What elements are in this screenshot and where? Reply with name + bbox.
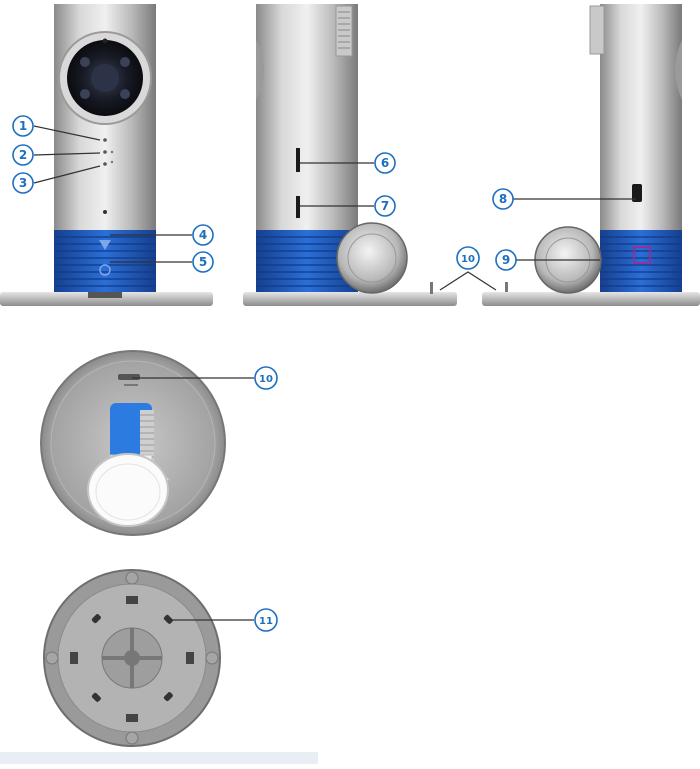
indicator-hole — [103, 162, 107, 166]
sd-card-slot — [296, 148, 300, 172]
svg-text:6: 6 — [381, 156, 389, 170]
bottom-screw — [46, 652, 58, 664]
bottom-slot — [186, 652, 194, 664]
callout-1: 1 — [13, 116, 33, 136]
svg-text:8: 8 — [499, 192, 507, 206]
callout-9: 9 — [496, 250, 516, 270]
light-sensor — [103, 39, 108, 44]
bottom-slot — [70, 652, 78, 664]
svg-text:10: 10 — [259, 374, 273, 385]
svg-text:10: 10 — [461, 254, 475, 265]
callout-3: 3 — [13, 173, 33, 193]
callout-10-top: 10 — [457, 247, 479, 269]
svg-text:7: 7 — [381, 199, 389, 213]
back-blue-band — [600, 230, 682, 292]
svg-text:3: 3 — [19, 176, 27, 190]
callout-5: 5 — [193, 252, 213, 272]
callout-2: 2 — [13, 145, 33, 165]
callout-7: 7 — [375, 196, 395, 216]
ir-led-icon — [80, 57, 90, 67]
back-base-plate — [482, 292, 700, 306]
svg-text:4: 4 — [199, 228, 207, 242]
bottom-screw — [206, 652, 218, 664]
front-blue-band — [54, 230, 156, 292]
indicator-hole — [111, 151, 113, 153]
callout-6: 6 — [375, 153, 395, 173]
lens-center — [91, 64, 119, 92]
reset-slot — [296, 196, 300, 218]
svg-text:9: 9 — [502, 253, 510, 267]
indicator-hole — [111, 161, 113, 163]
back-speaker-grille — [590, 6, 604, 54]
microphone-hole — [103, 210, 107, 214]
bottom-screw — [126, 572, 138, 584]
indicator-hole — [103, 150, 107, 154]
indicator-hole — [103, 138, 107, 142]
svg-text:5: 5 — [199, 255, 207, 269]
screw-pin — [430, 282, 433, 294]
white-magnet-pad — [88, 454, 168, 526]
bottom-slot — [126, 714, 138, 722]
svg-text:1: 1 — [19, 119, 27, 133]
callout-8: 8 — [493, 189, 513, 209]
callout-10-disc: 10 — [255, 367, 277, 389]
bottom-view — [44, 570, 220, 746]
ir-led-icon — [80, 89, 90, 99]
svg-text:11: 11 — [259, 616, 273, 627]
bottom-strip — [0, 752, 318, 764]
disc-slot-mark — [124, 384, 138, 386]
callout-11: 11 — [255, 609, 277, 631]
ir-led-icon — [120, 57, 130, 67]
bottom-slot — [126, 596, 138, 604]
bottom-screw — [126, 732, 138, 744]
ir-led-icon — [120, 89, 130, 99]
callout-4: 4 — [193, 225, 213, 245]
disc-slot — [118, 374, 140, 380]
svg-text:2: 2 — [19, 148, 27, 162]
side-base-plate — [243, 292, 457, 306]
